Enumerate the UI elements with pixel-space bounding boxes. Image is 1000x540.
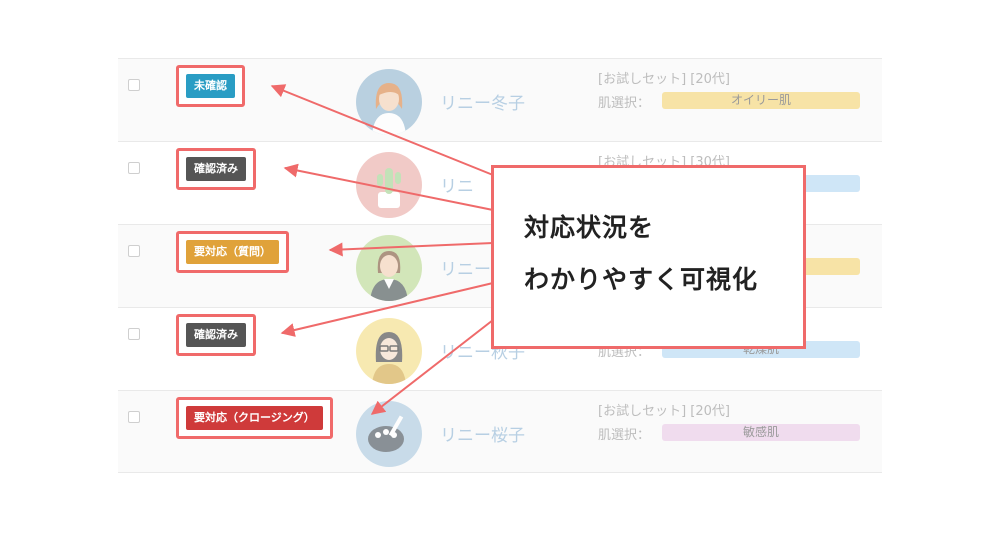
arrow-to-status-2 [283,163,494,211]
status-highlight-frame: 要対応（質問） [176,231,289,273]
row-checkbox[interactable] [128,162,140,174]
customer-name[interactable]: リニー桜子 [440,426,525,446]
skin-type-tag: オイリー肌 [662,92,860,109]
status-badge[interactable]: 確認済み [186,323,246,347]
status-badge[interactable]: 要対応（質問） [186,240,279,264]
status-badge[interactable]: 確認済み [186,157,246,181]
arrow-to-status-1 [270,84,494,176]
arrow-to-status-3 [328,242,494,257]
trial-info: [お試しセット] [20代] [598,72,730,87]
status-badge[interactable]: 未確認 [186,74,235,98]
callout-line-1: 対応状況を [524,213,655,242]
customer-name[interactable]: リニー [440,260,491,280]
row-checkbox[interactable] [128,245,140,257]
annotation-callout: 対応状況を わかりやすく可視化 [491,165,806,349]
row-checkbox[interactable] [128,79,140,91]
skin-select-label: 肌選択： [598,428,651,443]
status-highlight-frame: 確認済み [176,314,256,356]
arrow-to-status-5 [370,319,494,415]
customer-name[interactable]: リニ [440,177,474,197]
skin-select-label: 肌選択： [598,96,651,111]
status-highlight-frame: 確認済み [176,148,256,190]
table-row[interactable]: 要対応（クロージング） リニー桜子 [お試しセット] [20代] 肌選択： 敏感… [118,390,882,473]
table-row[interactable]: 未確認 リニー冬子 [お試しセット] [20代] 肌選択： オイリー肌 [118,58,882,141]
arrow-to-status-4 [280,282,494,337]
trial-info: [お試しセット] [20代] [598,404,730,419]
status-highlight-frame: 要対応（クロージング） [176,397,333,439]
status-badge[interactable]: 要対応（クロージング） [186,406,323,430]
row-checkbox[interactable] [128,411,140,423]
status-highlight-frame: 未確認 [176,65,245,107]
woman-glasses-avatar-icon [356,318,422,384]
paint-palette-avatar-icon [356,401,422,467]
callout-line-2: わかりやすく可視化 [524,265,759,294]
customer-name[interactable]: リニー冬子 [440,94,525,114]
table-row[interactable]: 確認済み リニ [お試しセット] [30代] [118,141,882,224]
skin-type-tag: 敏感肌 [662,424,860,441]
row-checkbox[interactable] [128,328,140,340]
